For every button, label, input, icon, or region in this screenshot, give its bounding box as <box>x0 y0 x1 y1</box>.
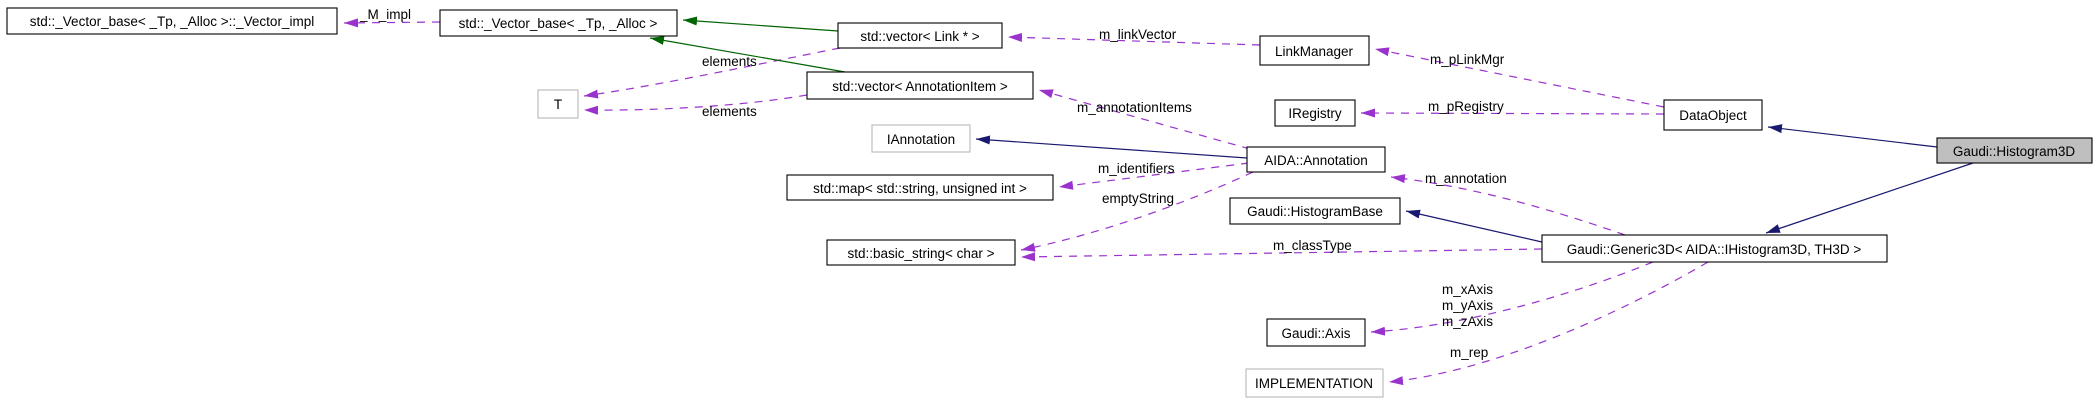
edge-generic3d-histogrambase <box>1405 209 1543 243</box>
node-aida-annotation-label: AIDA::Annotation <box>1264 153 1368 168</box>
edge-label-m-yaxis: m_yAxis <box>1442 298 1493 313</box>
edge-label-m-linkvector: m_linkVector <box>1099 27 1177 42</box>
node-link-manager-label: LinkManager <box>1275 44 1354 59</box>
node-std-map[interactable]: std::map< std::string, unsigned int > <box>786 174 1054 201</box>
edge-histogram3d-generic3d <box>1765 162 1974 234</box>
edge-m-annotationitems <box>1038 89 1251 150</box>
edge-m-identifiers <box>1058 162 1250 190</box>
edge-label-m-zaxis: m_zAxis <box>1442 314 1493 329</box>
node-histogram3d: Gaudi::Histogram3D <box>1936 137 2093 164</box>
edge-m-xyzaxis <box>1370 261 1654 336</box>
edge-label-elements-2: elements <box>702 104 757 119</box>
edge-m-linkvector <box>1007 32 1261 46</box>
node-vector-link-label: std::vector< Link * > <box>860 29 979 44</box>
node-generic3d[interactable]: Gaudi::Generic3D< AIDA::IHistogram3D, TH… <box>1541 234 1888 263</box>
edge-m-rep <box>1388 261 1709 386</box>
node-vector-impl-label: std::_Vector_base< _Tp, _Alloc >::_Vecto… <box>30 14 314 29</box>
edge-m-classtype <box>1020 248 1543 262</box>
node-link-manager[interactable]: LinkManager <box>1259 35 1370 66</box>
node-vector-base-label: std::_Vector_base< _Tp, _Alloc > <box>459 16 658 31</box>
node-vector-annotationitem[interactable]: std::vector< AnnotationItem > <box>806 71 1034 100</box>
edge-label-m-pregistry: m_pRegistry <box>1428 99 1504 114</box>
node-implementation-label: IMPLEMENTATION <box>1255 376 1373 391</box>
node-iregistry-label: IRegistry <box>1288 106 1342 121</box>
edge-label-m-annotation: m_annotation <box>1425 171 1507 186</box>
node-histogram-base-label: Gaudi::HistogramBase <box>1247 204 1383 219</box>
node-axis-label: Gaudi::Axis <box>1281 326 1350 341</box>
edge-label-m-xaxis: m_xAxis <box>1442 282 1493 297</box>
edge-label-emptystring: emptyString <box>1102 191 1174 206</box>
edge-vectorlink-base <box>682 16 839 32</box>
edge-vectorannotationitem-base <box>649 35 846 73</box>
node-vector-link[interactable]: std::vector< Link * > <box>837 22 1003 49</box>
edge-label-m-identifiers: m_identifiers <box>1098 161 1175 176</box>
edge-m-plinkmgr <box>1374 47 1665 108</box>
edge-elements-annotationitem <box>583 94 808 115</box>
edge-label-m-rep: m_rep <box>1450 345 1488 360</box>
node-histogram-base[interactable]: Gaudi::HistogramBase <box>1229 197 1401 225</box>
edge-label-elements-1: elements <box>702 54 757 69</box>
edge-m-pregistry <box>1360 108 1665 118</box>
edge-emptystring <box>1020 171 1254 252</box>
node-iregistry[interactable]: IRegistry <box>1274 99 1356 127</box>
edge-elements-link <box>583 47 841 99</box>
node-implementation: IMPLEMENTATION <box>1245 368 1384 398</box>
edge-m-impl <box>343 18 441 28</box>
edge-histogram3d-dataobject <box>1767 124 1938 148</box>
node-histogram3d-label: Gaudi::Histogram3D <box>1953 144 2076 159</box>
edge-label-m-annotationitems: m_annotationItems <box>1077 100 1192 115</box>
node-basic-string[interactable]: std::basic_string< char > <box>826 239 1016 266</box>
edge-label-m-classtype: m_classType <box>1273 238 1352 253</box>
edge-label-m-impl: _M_impl <box>359 7 411 22</box>
node-data-object-label: DataObject <box>1679 108 1747 123</box>
node-iannotation: IAnnotation <box>871 124 971 153</box>
node-vector-base[interactable]: std::_Vector_base< _Tp, _Alloc > <box>439 9 678 37</box>
node-generic3d-label: Gaudi::Generic3D< AIDA::IHistogram3D, TH… <box>1567 242 1862 257</box>
node-basic-string-label: std::basic_string< char > <box>847 246 994 261</box>
edge-label-m-plinkmgr: m_pLinkMgr <box>1430 52 1505 67</box>
node-std-map-label: std::map< std::string, unsigned int > <box>813 181 1027 196</box>
node-data-object[interactable]: DataObject <box>1663 99 1763 131</box>
node-aida-annotation[interactable]: AIDA::Annotation <box>1246 146 1386 173</box>
node-vector-impl[interactable]: std::_Vector_base< _Tp, _Alloc >::_Vecto… <box>6 7 338 35</box>
edge-m-annotation <box>1390 174 1626 236</box>
node-axis[interactable]: Gaudi::Axis <box>1266 318 1366 347</box>
node-t-label: T <box>554 97 562 112</box>
edge-annotation-iannotation <box>975 135 1248 159</box>
node-vector-annotationitem-label: std::vector< AnnotationItem > <box>832 79 1008 94</box>
node-iannotation-label: IAnnotation <box>887 132 955 147</box>
node-t: T <box>537 89 579 119</box>
